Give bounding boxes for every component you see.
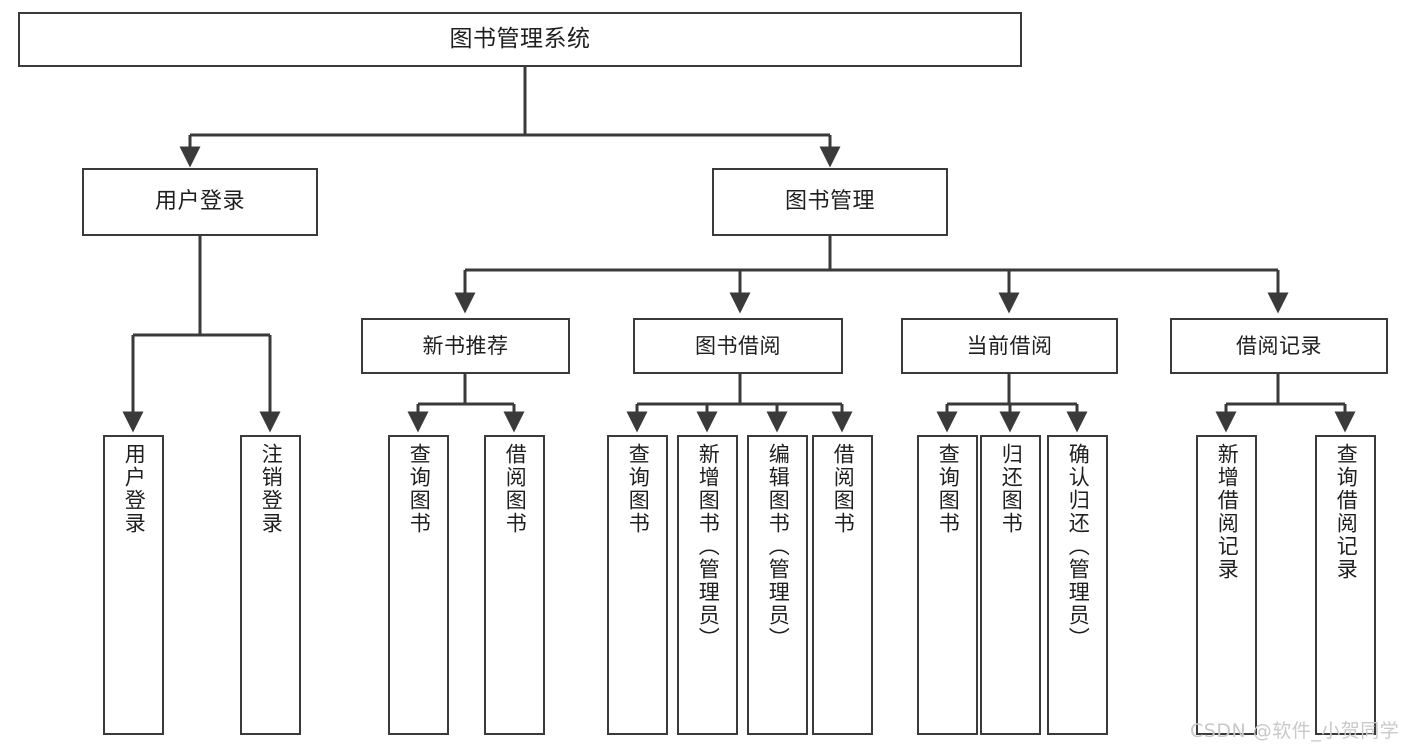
- node-label: 编辑图书（管理员）: [766, 443, 791, 650]
- node-leaf-confirm-return[interactable]: 确认归还（管理员）: [1047, 435, 1108, 735]
- node-label: 归还图书: [999, 443, 1024, 535]
- node-leaf-query-book-current[interactable]: 查询图书: [917, 435, 978, 735]
- node-label: 新增借阅记录: [1215, 443, 1240, 581]
- csdn-watermark: CSDN @软件_小贺同学: [1190, 720, 1400, 742]
- node-leaf-query-book-borrow[interactable]: 查询图书: [607, 435, 668, 735]
- node-label: 用户登录: [154, 189, 245, 215]
- node-label: 新书推荐: [422, 333, 509, 358]
- node-leaf-add-borrow-record[interactable]: 新增借阅记录: [1196, 435, 1257, 735]
- node-book-manage[interactable]: 图书管理: [712, 168, 948, 236]
- node-leaf-logout-login[interactable]: 注销登录: [240, 435, 301, 735]
- node-leaf-add-book[interactable]: 新增图书（管理员）: [677, 435, 738, 735]
- node-label: 借阅图书: [831, 443, 856, 535]
- node-label: 图书管理系统: [449, 25, 591, 52]
- node-current-borrow[interactable]: 当前借阅: [901, 318, 1118, 374]
- node-leaf-query-book-recommend[interactable]: 查询图书: [388, 435, 449, 735]
- node-user-login[interactable]: 用户登录: [82, 168, 318, 236]
- node-leaf-query-borrow-record[interactable]: 查询借阅记录: [1315, 435, 1376, 735]
- node-leaf-return-book[interactable]: 归还图书: [980, 435, 1041, 735]
- node-label: 查询借阅记录: [1334, 443, 1359, 581]
- node-new-book-recommend[interactable]: 新书推荐: [361, 318, 570, 374]
- node-leaf-user-login[interactable]: 用户登录: [103, 435, 164, 735]
- node-borrow-record[interactable]: 借阅记录: [1170, 318, 1388, 374]
- node-label: 图书管理: [784, 189, 875, 215]
- node-label: 新增图书（管理员）: [696, 443, 721, 650]
- node-book-borrow[interactable]: 图书借阅: [633, 318, 843, 374]
- node-label: 借阅图书: [503, 443, 528, 535]
- node-label: 查询图书: [626, 443, 651, 535]
- node-label: 用户登录: [122, 443, 147, 535]
- node-label: 查询图书: [936, 443, 961, 535]
- node-leaf-edit-book[interactable]: 编辑图书（管理员）: [747, 435, 808, 735]
- node-label: 当前借阅: [966, 333, 1053, 358]
- node-label: 借阅记录: [1236, 333, 1322, 358]
- node-root-book-management-system[interactable]: 图书管理系统: [18, 12, 1022, 67]
- node-label: 图书借阅: [695, 333, 781, 358]
- node-leaf-borrow-book-recommend[interactable]: 借阅图书: [484, 435, 545, 735]
- node-label: 注销登录: [259, 443, 284, 535]
- node-label: 查询图书: [407, 443, 432, 535]
- node-label: 确认归还（管理员）: [1066, 443, 1091, 650]
- node-leaf-borrow-book[interactable]: 借阅图书: [812, 435, 873, 735]
